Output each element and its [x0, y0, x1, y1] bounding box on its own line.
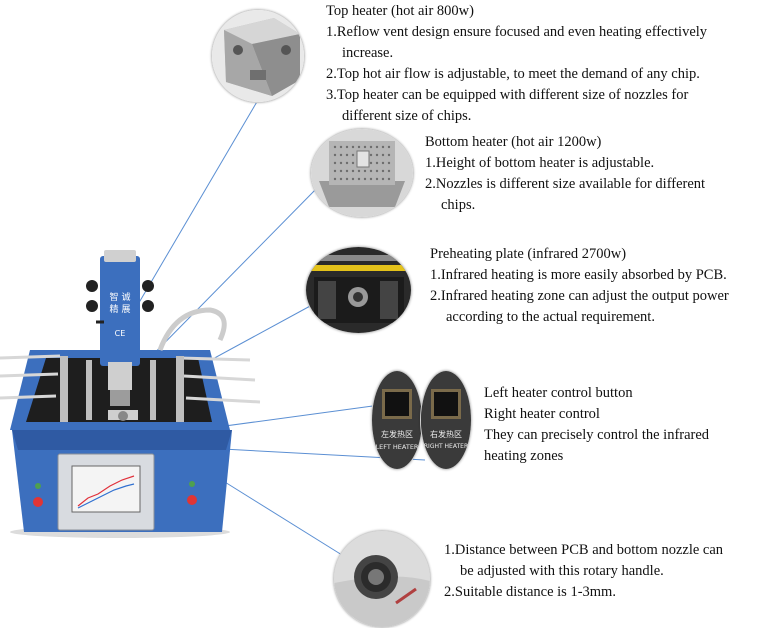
machine-brand-char: 智 [109, 291, 118, 303]
preheating-plate-item-2-cont: according to the actual requirement. [446, 309, 655, 325]
preheating-plate-callout: Preheating plate (infrared 2700w) 1.Infr… [430, 244, 729, 328]
bottom-heater-title: Bottom heater (hot air 1200w) [425, 134, 602, 150]
top-heater-item-1: 1.Reflow vent design ensure focused and … [326, 24, 708, 40]
machine-brand-text: 智诚精展 [109, 291, 130, 315]
preheating-plate-item-2: 2.Infrared heating zone can adjust the o… [430, 288, 729, 304]
heater-control-callout: Left heater control button Right heater … [484, 383, 709, 467]
left-heater-button-photo: 左发热区 LEFT HEATER [371, 370, 423, 470]
bottom-heater-item-2-cont: chips. [441, 197, 476, 213]
machine-brand-char: 精 [109, 303, 118, 315]
top-heater-photo [211, 9, 305, 103]
rotary-handle-item-1: 1.Distance between PCB and bottom nozzle… [444, 542, 724, 558]
top-heater-item-2: 2.Top hot air flow is adjustable, to mee… [326, 66, 700, 82]
left-heater-cn-label: 左发热区 [381, 430, 413, 439]
rotary-handle-photo [333, 530, 431, 628]
rotary-handle-callout: 1.Distance between PCB and bottom nozzle… [444, 540, 723, 603]
bottom-heater-item-2: 2.Nozzles is different size available fo… [425, 176, 706, 192]
top-heater-callout: Top heater (hot air 800w) 1.Reflow vent … [326, 1, 707, 127]
right-heater-button-photo: 右发热区 RIGHT HEATER [420, 370, 472, 470]
machine-ce-mark: CE [115, 329, 126, 338]
top-heater-item-3-cont: different size of chips. [342, 108, 472, 124]
heater-control-line-1: Left heater control button [484, 385, 633, 401]
rotary-handle-item-2: 2.Suitable distance is 1-3mm. [444, 584, 616, 600]
top-heater-item-1-cont: increase. [342, 45, 394, 61]
heater-control-line-2: Right heater control [484, 406, 600, 422]
heater-control-line-4: heating zones [484, 448, 564, 464]
rotary-handle-item-1-cont: be adjusted with this rotary handle. [460, 563, 664, 579]
bottom-heater-callout: Bottom heater (hot air 1200w) 1.Height o… [425, 132, 705, 216]
callout-line-rotary [211, 473, 343, 556]
heater-control-line-3: They can precisely control the infrared [484, 427, 710, 443]
bga-rework-station-illustration: 智诚精展 CE [0, 250, 261, 538]
right-heater-en-label: RIGHT HEATER [423, 443, 469, 450]
machine-brand-char: 诚 [121, 291, 130, 303]
left-heater-en-label: LEFT HEATER [375, 443, 419, 451]
bottom-heater-photo [310, 128, 414, 218]
top-heater-item-3: 3.Top heater can be equipped with differ… [326, 87, 689, 103]
top-heater-title: Top heater (hot air 800w) [326, 3, 474, 19]
preheating-plate-title: Preheating plate (infrared 2700w) [430, 246, 627, 262]
right-heater-cn-label: 右发热区 [430, 430, 462, 439]
preheating-plate-item-1: 1.Infrared heating is more easily absorb… [430, 267, 727, 283]
preheating-plate-photo [305, 246, 412, 334]
machine-brand-char: 展 [121, 304, 130, 315]
bottom-heater-item-1: 1.Height of bottom heater is adjustable. [425, 155, 655, 171]
